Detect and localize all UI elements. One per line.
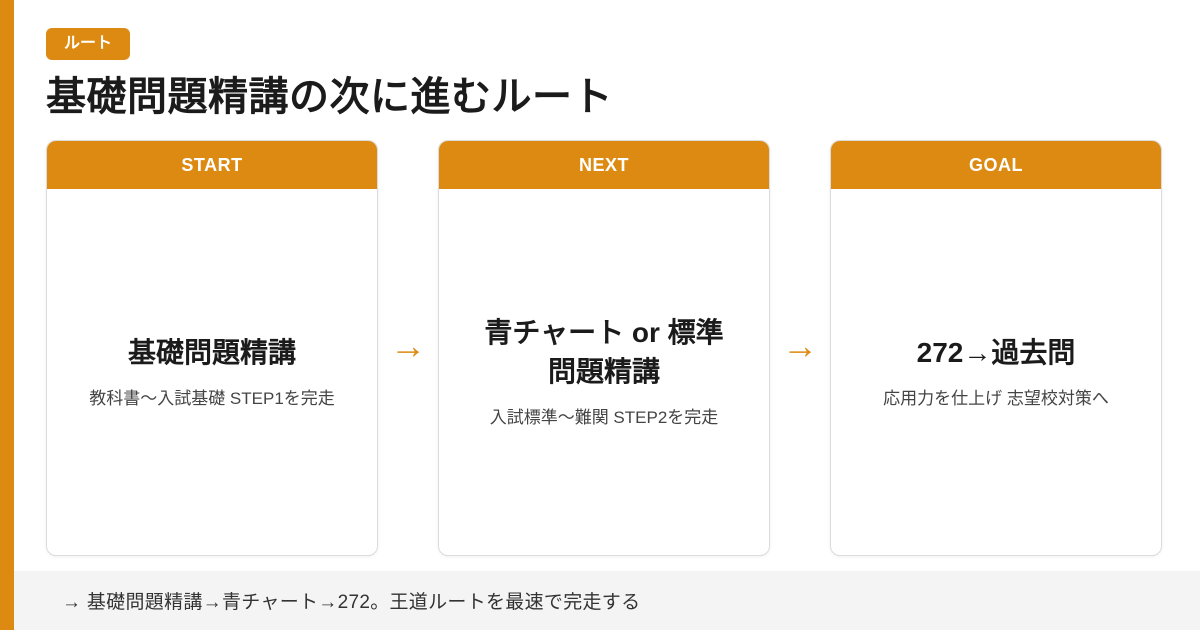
footer-summary-text: → 基礎問題精講→青チャート→272。王道ルートを最速で完走する [62,592,641,613]
left-accent-stripe [0,0,14,630]
card-header-next: NEXT [439,141,769,189]
card-title-next: 青チャート or 標準問題精講 [484,317,724,388]
card-body-start: 基礎問題精講 教科書〜入試基礎 STEP1を完走 [47,189,377,555]
page-title: 基礎問題精講の次に進むルート [46,75,613,119]
route-card-start: START 基礎問題精講 教科書〜入試基礎 STEP1を完走 [46,140,378,556]
card-header-start: START [47,141,377,189]
category-badge: ルート [46,28,131,60]
right-arrow-icon: → [782,325,818,366]
route-card-goal: GOAL 272→過去問 応用力を仕上げ 志望校対策へ [830,140,1162,556]
footer-summary-bar: → 基礎問題精講→青チャート→272。王道ルートを最速で完走する [0,571,1200,630]
card-subtitle-start: 教科書〜入試基礎 STEP1を完走 [89,388,335,408]
right-arrow-icon: → [390,325,426,366]
card-body-goal: 272→過去問 応用力を仕上げ 志望校対策へ [831,189,1161,555]
route-card-next: NEXT 青チャート or 標準問題精講 入試標準〜難関 STEP2を完走 [438,140,770,556]
card-title-start: 基礎問題精講 [127,336,296,368]
card-title-goal: 272→過去問 [916,336,1076,368]
flow-arrow-gap: → [770,140,830,556]
main-content: ルート 基礎問題精講の次に進むルート START 基礎問題精講 教科書〜入試基礎… [46,28,1162,556]
card-body-next: 青チャート or 標準問題精講 入試標準〜難関 STEP2を完走 [439,189,769,555]
card-header-goal: GOAL [831,141,1161,189]
card-subtitle-next: 入試標準〜難関 STEP2を完走 [489,408,719,428]
card-subtitle-goal: 応用力を仕上げ 志望校対策へ [883,388,1109,408]
flow-arrow-gap: → [378,140,438,556]
route-flow: START 基礎問題精講 教科書〜入試基礎 STEP1を完走 → NEXT 青チ… [46,140,1162,556]
